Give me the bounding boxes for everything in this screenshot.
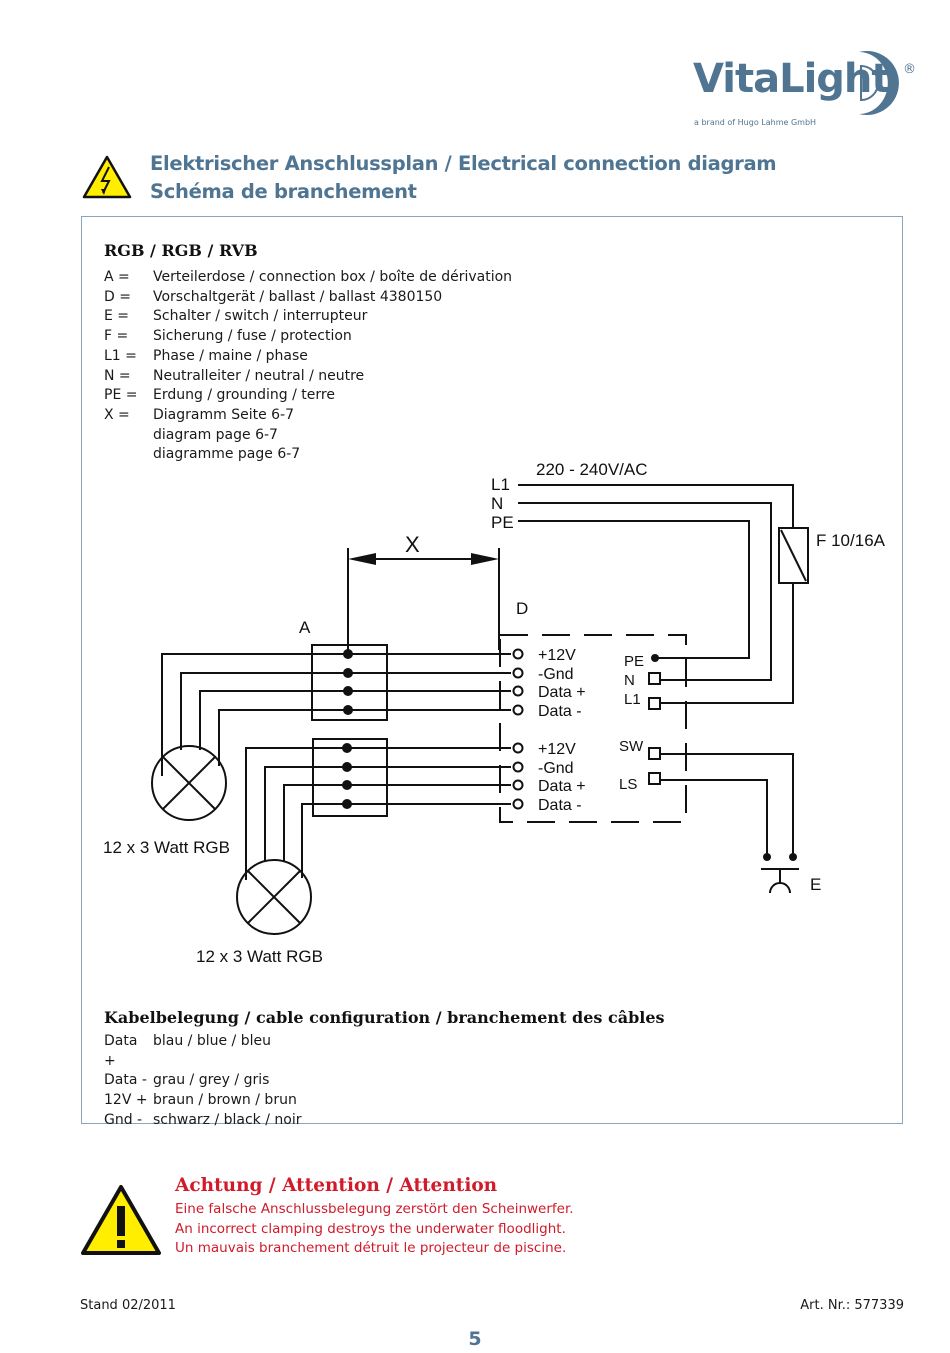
attention-line-en: An incorrect clamping destroys the under… [175,1220,566,1237]
output1-12v: +12V [538,647,576,664]
attention-line-de: Eine falsche Anschlussbelegung zerstört … [175,1201,574,1217]
connection-box-a-upper [311,644,388,721]
legend-item-value: Neutralleiter / neutral / neutre [153,367,365,384]
cable-item-key: Gnd - [104,1111,143,1128]
cable-item-row: Gnd - schwarz / black / noir [104,1111,301,1131]
output1-gnd: -Gnd [538,666,574,683]
attention-title: Achtung / Attention / Attention [175,1175,498,1196]
legend-item-row: E = Schalter / switch / interrupteur [104,307,512,327]
cable-item-key: 12V + [104,1092,148,1109]
wire-l1-fused [657,583,794,704]
legend-item-row: X = Diagramm Seite 6-7 [104,406,512,426]
cable-item-value: blau / blue / bleu [153,1033,271,1049]
output1-data-minus: Data - [538,703,582,720]
attention-line-fr: Un mauvais branchement détruit le projec… [175,1240,567,1256]
legend-item-value: Sicherung / fuse / protection [153,328,352,345]
wire-n [518,502,772,681]
attention-text: Eine falsche Anschlussbelegung zerstört … [175,1200,574,1259]
supply-line-pe: PE [491,513,514,532]
lamp2-label: 12 x 3 Watt RGB [196,947,323,966]
legend-item-key: X = [104,406,130,423]
cable-item-row: Data - grau / grey / gris [104,1071,301,1091]
attention-warning-icon [81,1185,161,1255]
legend-item-key: PE = [104,387,138,404]
cable-item-value: schwarz / black / noir [153,1111,302,1128]
legend-item-value: diagramme page 6-7 [153,446,301,463]
switch-e-label: E [810,875,821,894]
input-l1: L1 [624,691,641,708]
cable-item-row: 12V + braun / brown / brun [104,1091,301,1111]
cable-item-row: Data + blau / blue / bleu [104,1032,301,1071]
input-ls: LS [619,776,637,793]
legend-item-key: N = [104,367,131,384]
legend-item-row: D = Vorschaltgerät / ballast / ballast 43… [104,288,512,308]
legend-item-row: diagram page 6-7 [104,426,512,446]
box-a-label: A [299,618,311,637]
footer-stand: Stand 02/2011 [80,1298,176,1313]
wire-l1 [518,484,794,528]
page-title-line2: Schéma de branchement [150,180,417,203]
ballast-box [499,634,687,823]
input-n: N [624,672,635,689]
legend-item-value: Schalter / switch / interrupteur [153,308,368,325]
logo-crescent-icon [859,51,899,115]
cable-item-value: braun / brown / brun [153,1092,297,1109]
lamp-2 [236,859,312,935]
legend-item-row: L1 = Phase / maine / phase [104,347,512,367]
legend-item-row: diagramme page 6-7 [104,445,512,465]
footer-article-number: Art. Nr.: 577339 [800,1298,904,1313]
legend-item-row: N = Neutralleiter / neutral / neutre [104,367,512,387]
legend-item-key: A = [104,269,130,285]
cable-config-title: Kabelbelegung / cable configuration / br… [104,1008,665,1027]
content-frame [81,216,903,1124]
wire-sw [657,753,794,857]
output2-gnd: -Gnd [538,760,574,777]
logo-brand: VitaLight [693,56,891,102]
cable-item-value: grau / grey / gris [153,1072,270,1089]
logo-tagline: a brand of Hugo Lahme GmbH [694,118,817,127]
legend-item-key: E = [104,308,130,325]
wire-ls [657,779,768,857]
high-voltage-warning-icon [82,155,132,199]
legend-item-value: Diagramm Seite 6-7 [153,406,295,423]
output2-data-minus: Data - [538,797,582,814]
page-number: 5 [468,1328,482,1350]
legend-item-key: D = [104,288,131,305]
legend-item-value: Verteilerdose / connection box / boîte d… [153,269,513,285]
lamp-1 [151,745,227,821]
legend-item-row: F = Sicherung / fuse / protection [104,327,512,347]
output1-data-plus: Data + [538,684,586,701]
supply-line-l1: L1 [491,475,510,494]
registered-mark: ® [903,62,916,77]
ballast-d-label: D [516,599,528,618]
input-sw: SW [619,738,644,755]
legend-item-row: PE = Erdung / grounding / terre [104,386,512,406]
legend-title: RGB / RGB / RVB [104,241,258,260]
dimension-x-label: X [405,532,420,557]
legend-item-value: Erdung / grounding / terre [153,387,335,404]
legend-item-value: Vorschaltgerät / ballast / ballast 43801… [153,288,443,305]
cable-item-key: Data + [104,1033,138,1069]
fuse-label: F 10/16A [816,531,886,550]
legend-item-row: A = Verteilerdose / connection box / boît… [104,268,512,288]
legend-item-value: Phase / maine / phase [153,347,308,364]
legend-item-key: F = [104,328,129,345]
cable-item-key: Data - [104,1072,147,1089]
supply-voltage-label: 220 - 240V/AC [536,460,648,479]
wire-pe [518,520,750,659]
output2-12v: +12V [538,741,576,758]
output2-data-plus: Data + [538,778,586,795]
legend-item-value: diagram page 6-7 [153,426,278,443]
page-title: Elektrischer Anschlussplan / Electrical … [150,150,777,206]
legend-item-key: L1 = [104,347,137,364]
vitalight-logo: VitaLight ® a brand of Hugo Lahme GmbH [693,48,923,138]
legend-list: A = Verteilerdose / connection box / boît… [104,268,512,465]
input-pe: PE [624,653,644,670]
supply-line-n: N [491,494,503,513]
wiring-diagram: 220 - 240V/AC L1 N PE F 10/16A X A D E +… [103,460,886,966]
connection-box-a-lower [312,738,388,817]
page-title-line1: Elektrischer Anschlussplan / Electrical … [150,152,777,175]
lamp1-label: 12 x 3 Watt RGB [103,838,230,857]
